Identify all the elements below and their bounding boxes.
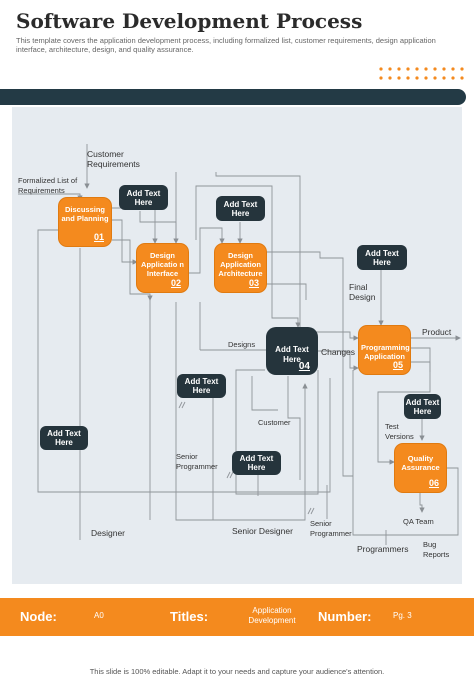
placeholder-box-5[interactable]: Add Text Here: [404, 394, 441, 419]
label-formalized-list: Formalized List of Requirements: [18, 176, 78, 195]
footer-bar: Node: A0 Titles: Application Development…: [0, 598, 474, 636]
process-box-number: 03: [248, 278, 259, 288]
label-designs: Designs: [228, 340, 256, 349]
process-box-number: 04: [298, 361, 310, 372]
label-customer: Customer: [258, 418, 291, 427]
footer-node-value: A0: [94, 611, 104, 620]
label-bug-reports: Bug Reports: [423, 540, 450, 559]
process-box-quality-assurance[interactable]: Quality Assurance 06: [395, 444, 446, 492]
label-senior-programmer: Senior Programmer: [176, 452, 218, 471]
process-box-label: Design Application Architecture: [218, 251, 263, 278]
placeholder-box-6[interactable]: Add Text Here: [40, 426, 88, 450]
footer-titles-value: Application Development: [248, 606, 296, 625]
process-box-label: Discussing and Planning: [61, 205, 109, 223]
label-customer-requirements: Customer Requirements: [87, 149, 140, 169]
process-box-number: 01: [93, 232, 104, 242]
placeholder-box-3[interactable]: Add Text Here: [357, 245, 407, 270]
decorative-dots: [379, 67, 464, 80]
process-box-number: 05: [392, 360, 403, 370]
placeholder-box-4[interactable]: Add Text Here: [177, 374, 226, 398]
label-senior-designer: Senior Designer: [232, 526, 293, 536]
label-final-design: Final Design: [349, 282, 376, 302]
placeholder-box-2[interactable]: Add Text Here: [216, 196, 265, 221]
label-programmers: Programmers: [357, 544, 409, 554]
process-box-label: Programming Application: [361, 343, 410, 361]
header-bar: [0, 89, 466, 105]
label-senior-programmer-2: Senior Programmer: [310, 519, 352, 538]
process-box-label: Design Applicatio n Interface: [141, 251, 184, 278]
process-box-discussing-planning[interactable]: Discussing and Planning 01: [59, 198, 111, 246]
footer-node-label: Node:: [20, 609, 57, 624]
process-box-design-architecture[interactable]: Design Application Architecture 03: [215, 244, 266, 292]
label-qa-team: QA Team: [403, 517, 434, 526]
process-box-number: 02: [170, 278, 181, 288]
footer-number-value: Pg. 3: [393, 611, 412, 620]
process-box-programming-application[interactable]: Programming Application 05: [359, 326, 410, 374]
placeholder-box-7[interactable]: Add Text Here: [232, 451, 281, 475]
process-box-number: 06: [428, 478, 439, 488]
placeholder-box-1[interactable]: Add Text Here: [119, 185, 168, 210]
process-box-label: Add Text Here: [275, 345, 309, 364]
label-product: Product: [422, 327, 452, 337]
footer-number-label: Number:: [318, 609, 372, 624]
label-designer: Designer: [91, 528, 126, 538]
footer-titles-label: Titles:: [170, 609, 209, 624]
process-box-label: Quality Assurance: [401, 454, 440, 472]
page-title: Software Development Process: [16, 9, 363, 33]
label-test-versions: Test Versions: [385, 422, 414, 441]
page-subtitle: This template covers the application dev…: [16, 36, 436, 54]
process-box-design-interface[interactable]: Design Applicatio n Interface 02: [137, 244, 188, 292]
process-box-04[interactable]: Add Text Here 04: [266, 327, 318, 375]
label-changes: Changes: [321, 347, 356, 357]
footer-note: This slide is 100% editable. Adapt it to…: [89, 667, 385, 676]
